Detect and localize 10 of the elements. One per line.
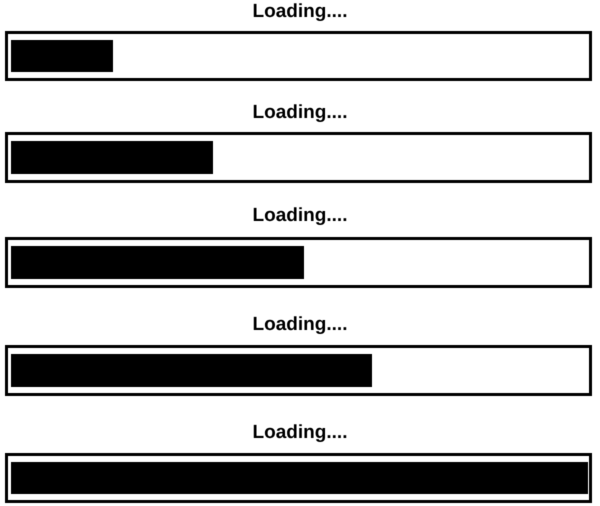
progress-fill <box>11 246 304 279</box>
progress-fill <box>11 141 213 174</box>
loading-label: Loading.... <box>252 102 348 124</box>
loading-label: Loading.... <box>252 422 348 444</box>
progress-fill <box>11 462 588 494</box>
loading-label: Loading.... <box>252 205 348 227</box>
progress-fill <box>11 354 372 387</box>
loading-label: Loading.... <box>252 1 348 23</box>
loading-label: Loading.... <box>252 314 348 336</box>
progress-fill <box>11 40 113 72</box>
